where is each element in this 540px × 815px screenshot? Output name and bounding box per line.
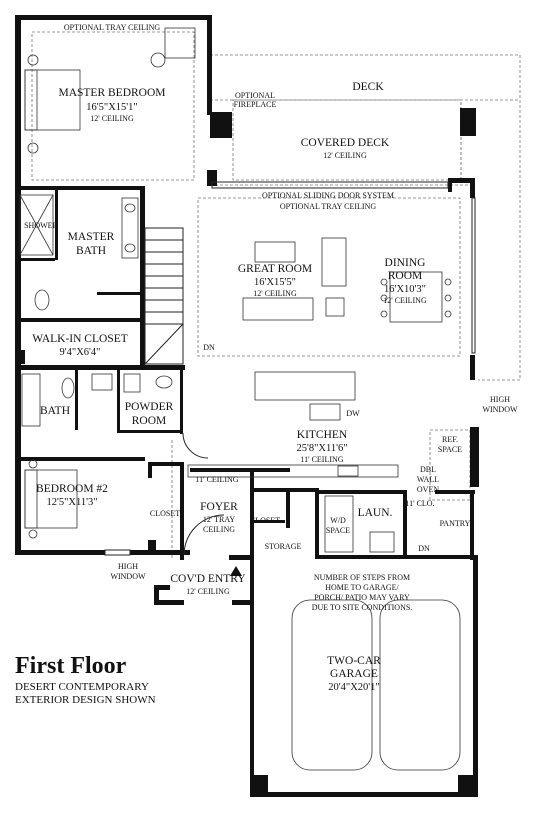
title-block: First Floor DESERT CONTEMPORARY EXTERIOR…	[15, 653, 156, 706]
walk-in-closet-dims: 9'4"X6'4"	[60, 347, 101, 358]
garage-dims: 20'4"X20'1"	[328, 682, 379, 693]
wd-space-line2: SPACE	[326, 526, 350, 535]
bath-label: BATH	[40, 405, 70, 417]
steps-note-line1: NUMBER OF STEPS FROM	[314, 573, 410, 582]
optional-tray-ceiling-great: OPTIONAL TRAY CEILING	[280, 202, 377, 211]
stairs	[144, 227, 184, 365]
wd-space-line1: W/D	[330, 516, 346, 525]
high-window-right-line1: HIGH	[490, 395, 510, 404]
foyer-ceiling: CEILING	[203, 525, 235, 534]
clo-11-label: 11' CLO.	[405, 499, 434, 508]
kitchen-label: KITCHEN	[297, 429, 348, 441]
covered-deck-ceiling: 12' CEILING	[323, 151, 367, 160]
stairs-dn-label: DN	[203, 343, 215, 352]
steps-note-line3: PORCH/ PATIO MAY VARY	[314, 593, 410, 602]
furniture	[19, 27, 461, 771]
garage-line2: GARAGE	[330, 668, 378, 680]
walls	[15, 15, 479, 797]
powder-room-line1: POWDER	[125, 401, 174, 413]
covd-entry-label: COV'D ENTRY	[170, 573, 246, 585]
closet-bedroom2-label: CLOSET	[150, 509, 180, 518]
ref-space-line2: SPACE	[438, 445, 462, 454]
powder-room-line2: ROOM	[132, 415, 167, 427]
dining-room-line2: ROOM	[388, 270, 423, 282]
bedroom2-label: BEDROOM #2	[36, 483, 108, 495]
laundry-label: LAUN.	[358, 507, 393, 519]
master-bedroom-ceiling: 12' CEILING	[90, 114, 134, 123]
master-bedroom-optional-tray: OPTIONAL TRAY CEILING	[64, 23, 161, 32]
high-window-left-line2: WINDOW	[110, 572, 146, 581]
optional-sliding-door: OPTIONAL SLIDING DOOR SYSTEM	[262, 191, 394, 200]
bedroom2-dims: 12'5"X11'3"	[46, 497, 97, 508]
foyer-ceiling-11: 11' CEILING	[195, 475, 238, 484]
master-bedroom-label: MASTER BEDROOM	[58, 87, 165, 99]
room-labels: OPTIONAL TRAY CEILING MASTER BEDROOM 16'…	[24, 23, 518, 693]
dining-room-dims: 16'X10'3"	[384, 284, 426, 295]
storage-label: STORAGE	[265, 542, 302, 551]
dbl-wall-oven-line1: DBL	[420, 465, 436, 474]
ref-space-line1: REF.	[442, 435, 458, 444]
covd-entry-ceiling: 12' CEILING	[186, 587, 230, 596]
foyer-tray: 12' TRAY	[203, 515, 236, 524]
dishwasher-label: DW	[346, 409, 360, 418]
kitchen-ceiling: 11' CEILING	[300, 455, 343, 464]
high-window-right-line2: WINDOW	[482, 405, 518, 414]
great-room-ceiling: 12' CEILING	[253, 289, 297, 298]
shower-label: SHOWER	[24, 221, 58, 230]
dashed-outlines	[31, 31, 521, 560]
high-window-left-line1: HIGH	[118, 562, 138, 571]
garage-dn-label: DN	[418, 544, 430, 553]
plan-title: First Floor	[15, 653, 127, 679]
closet-foyer-label: CLOSET	[250, 516, 280, 525]
covered-deck-label: COVERED DECK	[301, 137, 390, 149]
walk-in-closet-label: WALK-IN CLOSET	[32, 333, 128, 345]
master-bedroom-dims: 16'5"X15'1"	[86, 102, 137, 113]
plan-subtitle-line2: EXTERIOR DESIGN SHOWN	[15, 694, 156, 706]
openings	[104, 181, 476, 556]
garage-line1: TWO-CAR	[327, 655, 381, 667]
steps-note-line2: HOME TO GARAGE/	[325, 583, 399, 592]
dining-room-line1: DINING	[385, 257, 426, 269]
dbl-wall-oven-line2: WALL	[417, 475, 439, 484]
entry-arrow-icon	[230, 566, 242, 576]
deck-label: DECK	[352, 81, 384, 93]
steps-note-line4: DUE TO SITE CONDITIONS.	[312, 603, 413, 612]
plan-subtitle-line1: DESERT CONTEMPORARY	[15, 681, 149, 693]
foyer-label: FOYER	[200, 501, 238, 513]
master-bath-line1: MASTER	[68, 231, 115, 243]
dining-room-ceiling: 12' CEILING	[383, 296, 427, 305]
great-room-dims: 16'X15'5"	[254, 277, 296, 288]
pantry-label: PANTRY	[440, 519, 471, 528]
dbl-wall-oven-line3: OVEN	[417, 485, 439, 494]
great-room-label: GREAT ROOM	[238, 263, 312, 275]
optional-fireplace-line2: FIREPLACE	[234, 100, 277, 109]
optional-fireplace-line1: OPTIONAL	[235, 91, 275, 100]
master-bath-line2: BATH	[76, 245, 106, 257]
kitchen-dims: 25'8"X11'6"	[296, 443, 347, 454]
